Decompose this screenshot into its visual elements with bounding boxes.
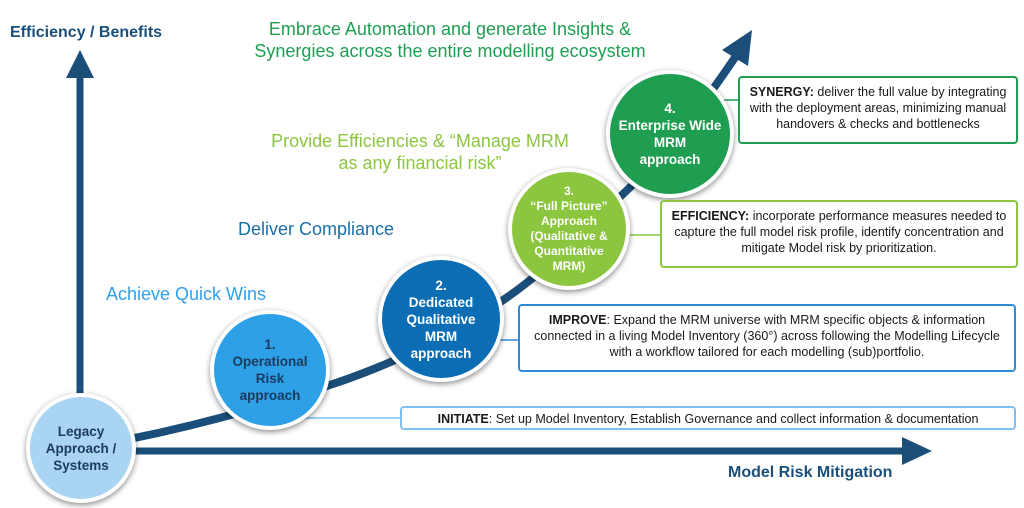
tier-automation-line2: Synergies across the entire modelling ec… [254, 41, 646, 61]
tier-efficiencies-line2: as any financial risk” [338, 153, 502, 173]
stage-2-label: 2. Dedicated Qualitative MRM approach [406, 277, 476, 361]
y-axis-arrowhead [66, 50, 94, 78]
efficiency-keyword: EFFICIENCY: [671, 209, 750, 223]
tier-compliance: Deliver Compliance [238, 219, 395, 239]
x-axis-arrowhead [902, 437, 932, 465]
tier-efficiencies-line1: Provide Efficiencies & “Manage MRM [271, 131, 569, 151]
stage-2-circle: 2. Dedicated Qualitative MRM approach [378, 256, 504, 382]
improve-text: : Expand the MRM universe with MRM speci… [534, 313, 1000, 359]
efficiency-text: incorporate performance measures needed … [674, 209, 1007, 255]
initiate-keyword: INITIATE [437, 412, 489, 426]
stage-4-label: 4. Enterprise Wide MRM approach [618, 101, 722, 167]
tier-quick-wins: Achieve Quick Wins [106, 284, 267, 304]
curve-arrowhead [722, 30, 752, 66]
synergy-text: deliver the full value by integrating wi… [749, 85, 1007, 131]
initiate-box: INITIATE: Set up Model Inventory, Establ… [400, 406, 1016, 430]
stage-4-circle: 4. Enterprise Wide MRM approach [606, 70, 734, 198]
stage-3-label: 3. “Full Picture” Approach (Qualitative … [530, 184, 608, 273]
stage-3-circle: 3. “Full Picture” Approach (Qualitative … [508, 168, 630, 290]
efficiency-box: EFFICIENCY: incorporate performance meas… [660, 200, 1018, 268]
synergy-box: SYNERGY: deliver the full value by integ… [738, 76, 1018, 144]
initiate-text: : Set up Model Inventory, Establish Gove… [488, 412, 979, 426]
y-axis-label: Efficiency / Benefits [10, 24, 163, 41]
synergy-keyword: SYNERGY: [749, 85, 814, 99]
x-axis-label: Model Risk Mitigation [728, 464, 893, 481]
tier-automation-line1: Embrace Automation and generate Insights… [268, 19, 632, 39]
stage-legacy-circle: Legacy Approach / Systems [26, 393, 136, 503]
tier-automation: Embrace Automation and generate Insights… [230, 18, 670, 62]
stage-1-label: 1. Operational Risk approach [232, 337, 308, 403]
tier-efficiencies: Provide Efficiencies & “Manage MRM as an… [255, 130, 585, 174]
stage-legacy-label: Legacy Approach / Systems [45, 423, 117, 473]
improve-keyword: IMPROVE [548, 313, 607, 327]
stage-1-circle: 1. Operational Risk approach [210, 310, 330, 430]
improve-box: IMPROVE: Expand the MRM universe with MR… [518, 304, 1016, 372]
